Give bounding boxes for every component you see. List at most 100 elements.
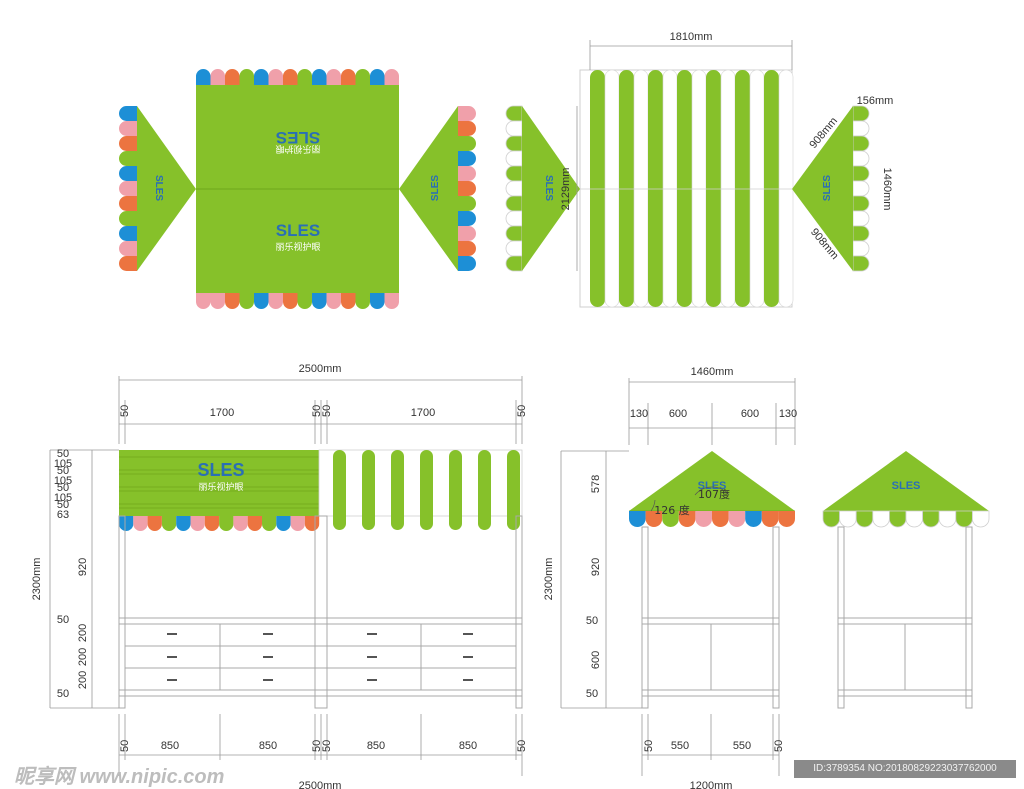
scallop-tab [458,211,477,226]
scallop-tab [219,516,234,531]
scallop-tab [119,196,137,211]
scallop-tab [204,516,220,531]
stripe-white [749,69,765,308]
scallop-tab [370,69,385,85]
scallop-tab [712,511,729,527]
stripe-height-label: 105 [54,492,72,504]
scallop-tab [458,166,477,181]
scallop-tab [852,135,870,152]
canopy-left-flap [137,106,196,271]
scallop-tab [855,510,874,528]
dim-1460-side: 1460mm [691,366,734,378]
dim-bottom-850-a: 850 [161,740,179,752]
scallop-tab [852,195,870,212]
scallop-tab [297,69,312,85]
stripe-green [590,70,605,307]
scallop-tab [955,510,973,528]
scallop-tab [505,255,523,272]
scallop-tab [645,511,663,527]
dim-bottom-850-d: 850 [459,740,477,752]
drawer-handles [167,633,473,681]
scallop-tab [922,510,940,528]
angle-107: 107度 [698,487,730,501]
svg-text:丽乐视护眼: 丽乐视护眼 [275,143,320,155]
scallop-tab [761,511,779,527]
scallop-tab [852,105,870,122]
dim-1200: 1200mm [690,780,733,789]
dim-1700-b: 1700 [411,407,435,419]
scallop-tab [268,293,283,309]
stripe-green [677,70,692,307]
stripe-green [619,70,634,307]
lower-height-label: 50 [57,688,69,700]
side-logo-b: SLES [892,480,921,492]
scallop-tab [822,510,840,528]
unfolded-canopy-colored: SLES 丽乐视护眼 SLES 丽乐视护眼 SLES SLES [119,69,477,309]
stripe-height-label: 105 [54,475,72,487]
scallop-tab [119,151,137,166]
dim-1810: 1810mm [670,31,713,43]
watermark-id: ID:3789354 NO:20180829223037762000 [794,760,1016,778]
scallop-row-bottom [196,293,399,309]
scallop-tab [852,210,870,227]
stripe-green [764,70,779,307]
scallop-tab [283,293,298,309]
stripe-white [720,69,736,308]
scallop-tab [505,165,523,182]
front-logo: SLES 丽乐视护眼 [197,460,244,493]
stripe-white [691,69,707,308]
scallop-row-top [196,69,399,85]
scallop-tab [147,516,162,531]
scallop-tab [119,256,137,271]
front-awning-left [119,450,319,516]
stripe-green [648,70,663,307]
scallop-tab [852,165,870,182]
scallop-tab [695,511,712,527]
scallop-tab [355,69,370,85]
scallop-tab [210,293,225,309]
scallop-tab [938,510,957,528]
scallop-tab [629,511,646,527]
scallop-tab [119,136,137,151]
dim-920-front: 920 [77,558,89,576]
dim-1460-vertical: 1460mm [881,168,893,211]
canopy-right-flap [399,106,458,271]
scallop-tab [505,135,523,152]
scallop-tab [276,516,291,531]
unfolded-canopy-striped: SLES SLES 1810mm 156mm 908mm 908mm 1460m… [505,31,894,308]
scallop-tab [505,225,523,242]
watermark-site: 昵享网 www.nipic.com [14,766,225,788]
scallop-tab [678,511,696,527]
dim-156: 156mm [857,95,894,107]
side-roof-colored [629,451,795,511]
svg-text:SLES: SLES [153,175,164,201]
svg-text:丽乐视护眼: 丽乐视护眼 [275,241,320,253]
side-elevation-colored: 1460mm 130 600 600 130 SLES 107度 126 度 2… [543,366,797,789]
scallop-tab [355,293,370,309]
stripe-height-label: 50 [57,499,69,511]
svg-text:SLES: SLES [892,480,921,492]
dim-920-side: 920 [590,558,602,576]
dim-2300-side: 2300mm [543,558,555,601]
dim-130-a: 130 [630,408,648,420]
scallop-tab [312,293,327,309]
stripe-height-label: 50 [57,448,69,460]
front-awning-right-stripes [333,450,520,530]
scallop-tab [458,241,477,256]
scallop-tab [326,293,341,309]
dim-2300-front: 2300mm [31,558,43,601]
logo-upright: SLES 丽乐视护眼 [275,221,320,253]
scallop-tab [505,210,523,227]
scallop-tab [458,151,477,166]
scallop-column-left [119,106,137,271]
dim-550-a: 550 [671,740,689,752]
stripe-green [735,70,750,307]
scallop-tab [458,121,477,136]
dim-50-side-a: 50 [586,615,598,627]
scallop-tab [872,510,890,528]
scallop-tab [133,516,148,531]
scallop-tab [119,106,137,121]
scallop-tab [889,510,907,528]
